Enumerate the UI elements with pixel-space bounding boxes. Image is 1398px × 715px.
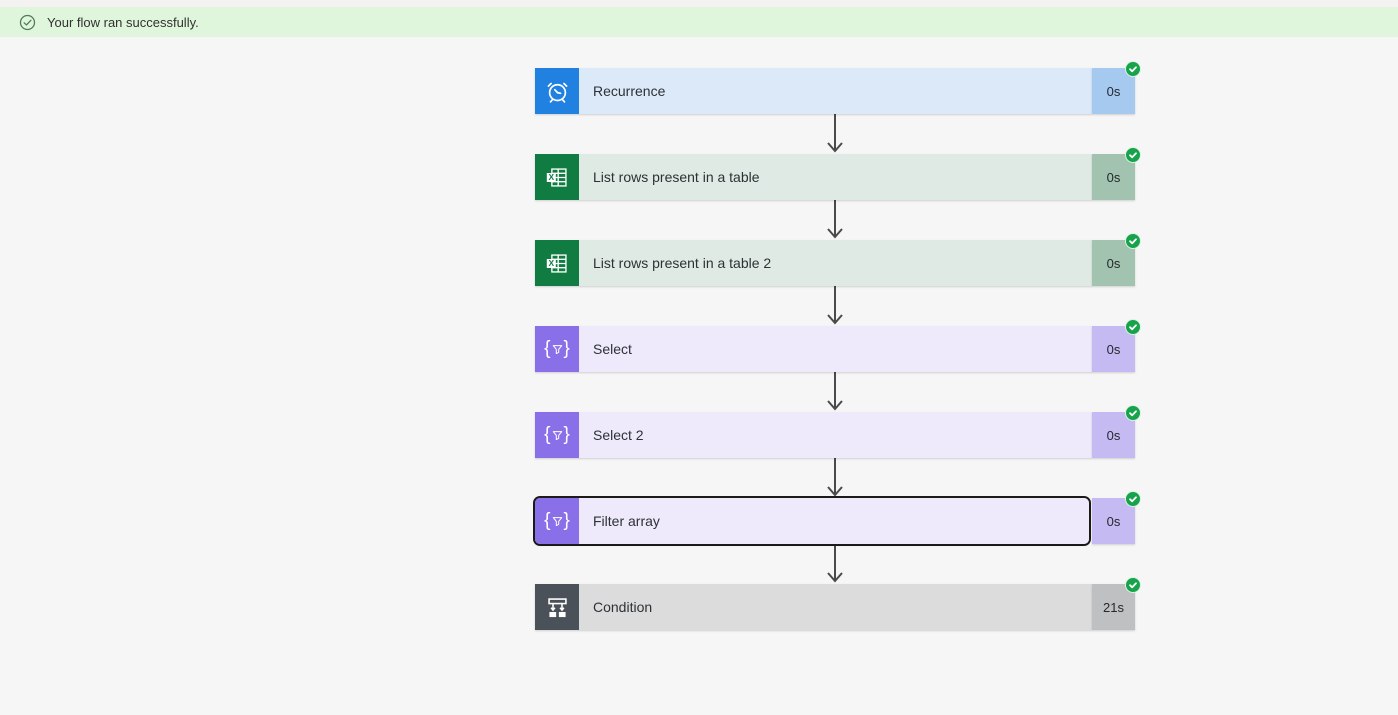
node-card-select-2[interactable]: { } Select 2: [535, 412, 1092, 458]
node-card-recurrence[interactable]: Recurrence: [535, 68, 1092, 114]
check-circle-icon: [19, 14, 36, 31]
node-body: Select: [579, 326, 1092, 372]
status-succeeded-icon: [1125, 577, 1141, 593]
node-title: Filter array: [593, 513, 660, 529]
down-arrow-icon: [825, 286, 845, 326]
node-card-filter-array[interactable]: { } Filter array: [535, 498, 1089, 544]
svg-text:X: X: [548, 258, 554, 268]
condition-branch-icon: [535, 584, 579, 630]
node-title: Recurrence: [593, 83, 666, 99]
flow-node-select: { } Select 0s: [535, 319, 1141, 372]
node-card-list-rows-2[interactable]: X List rows present in a table 2: [535, 240, 1092, 286]
duration-value: 0s: [1106, 169, 1121, 185]
svg-text:X: X: [548, 172, 554, 182]
duration-value: 0s: [1106, 341, 1121, 357]
recurrence-clock-icon: [535, 68, 579, 114]
data-operation-filter-braces-icon: { }: [535, 326, 579, 372]
node-body: Filter array: [579, 498, 1089, 544]
down-arrow-icon: [825, 544, 845, 584]
excel-icon: X: [535, 240, 579, 286]
node-duration[interactable]: 21s: [1092, 577, 1141, 630]
excel-icon: X: [535, 154, 579, 200]
flow-node-recurrence: Recurrence 0s: [535, 61, 1141, 114]
status-succeeded-icon: [1125, 147, 1141, 163]
status-succeeded-icon: [1125, 233, 1141, 249]
status-succeeded-icon: [1125, 319, 1141, 335]
node-body: List rows present in a table: [579, 154, 1092, 200]
connector: [535, 286, 1135, 326]
node-duration[interactable]: 0s: [1092, 147, 1141, 200]
node-title: List rows present in a table 2: [593, 255, 772, 271]
flow-node-condition: Condition 21s: [535, 577, 1141, 630]
node-body: List rows present in a table 2: [579, 240, 1092, 286]
node-body: Recurrence: [579, 68, 1092, 114]
down-arrow-icon: [825, 458, 845, 498]
connector: [535, 114, 1135, 154]
node-card-condition[interactable]: Condition: [535, 584, 1092, 630]
flow-node-list-rows-2: X List rows present in a table 2 0s: [535, 233, 1141, 286]
node-duration[interactable]: 0s: [1092, 405, 1141, 458]
node-duration[interactable]: 0s: [1092, 61, 1141, 114]
node-title: List rows present in a table: [593, 169, 760, 185]
connector: [535, 458, 1135, 498]
node-title: Select: [593, 341, 632, 357]
duration-value: 0s: [1106, 513, 1121, 529]
status-succeeded-icon: [1125, 61, 1141, 77]
down-arrow-icon: [825, 372, 845, 412]
node-duration[interactable]: 0s: [1092, 491, 1141, 544]
connector: [535, 372, 1135, 412]
connector: [535, 200, 1135, 240]
top-strip: [0, 0, 1398, 7]
status-succeeded-icon: [1125, 491, 1141, 507]
duration-value: 0s: [1106, 427, 1121, 443]
success-banner: Your flow ran successfully.: [0, 7, 1398, 37]
duration-value: 0s: [1106, 255, 1121, 271]
node-card-list-rows-1[interactable]: X List rows present in a table: [535, 154, 1092, 200]
flow-node-filter-array: { } Filter array 0s: [535, 491, 1141, 544]
flow-node-select-2: { } Select 2 0s: [535, 405, 1141, 458]
connector: [535, 544, 1135, 584]
data-operation-filter-braces-icon: { }: [535, 498, 579, 544]
duration-value: 21s: [1103, 599, 1124, 615]
banner-message: Your flow ran successfully.: [47, 14, 199, 30]
status-succeeded-icon: [1125, 405, 1141, 421]
node-card-select[interactable]: { } Select: [535, 326, 1092, 372]
node-body: Select 2: [579, 412, 1092, 458]
node-title: Condition: [593, 599, 653, 615]
down-arrow-icon: [825, 114, 845, 154]
flow-canvas: Recurrence 0s: [535, 61, 1141, 630]
duration-value: 0s: [1106, 83, 1121, 99]
node-body: Condition: [579, 584, 1092, 630]
flow-node-list-rows-1: X List rows present in a table 0s: [535, 147, 1141, 200]
data-operation-filter-braces-icon: { }: [535, 412, 579, 458]
node-duration[interactable]: 0s: [1092, 233, 1141, 286]
node-title: Select 2: [593, 427, 644, 443]
node-duration[interactable]: 0s: [1092, 319, 1141, 372]
down-arrow-icon: [825, 200, 845, 240]
